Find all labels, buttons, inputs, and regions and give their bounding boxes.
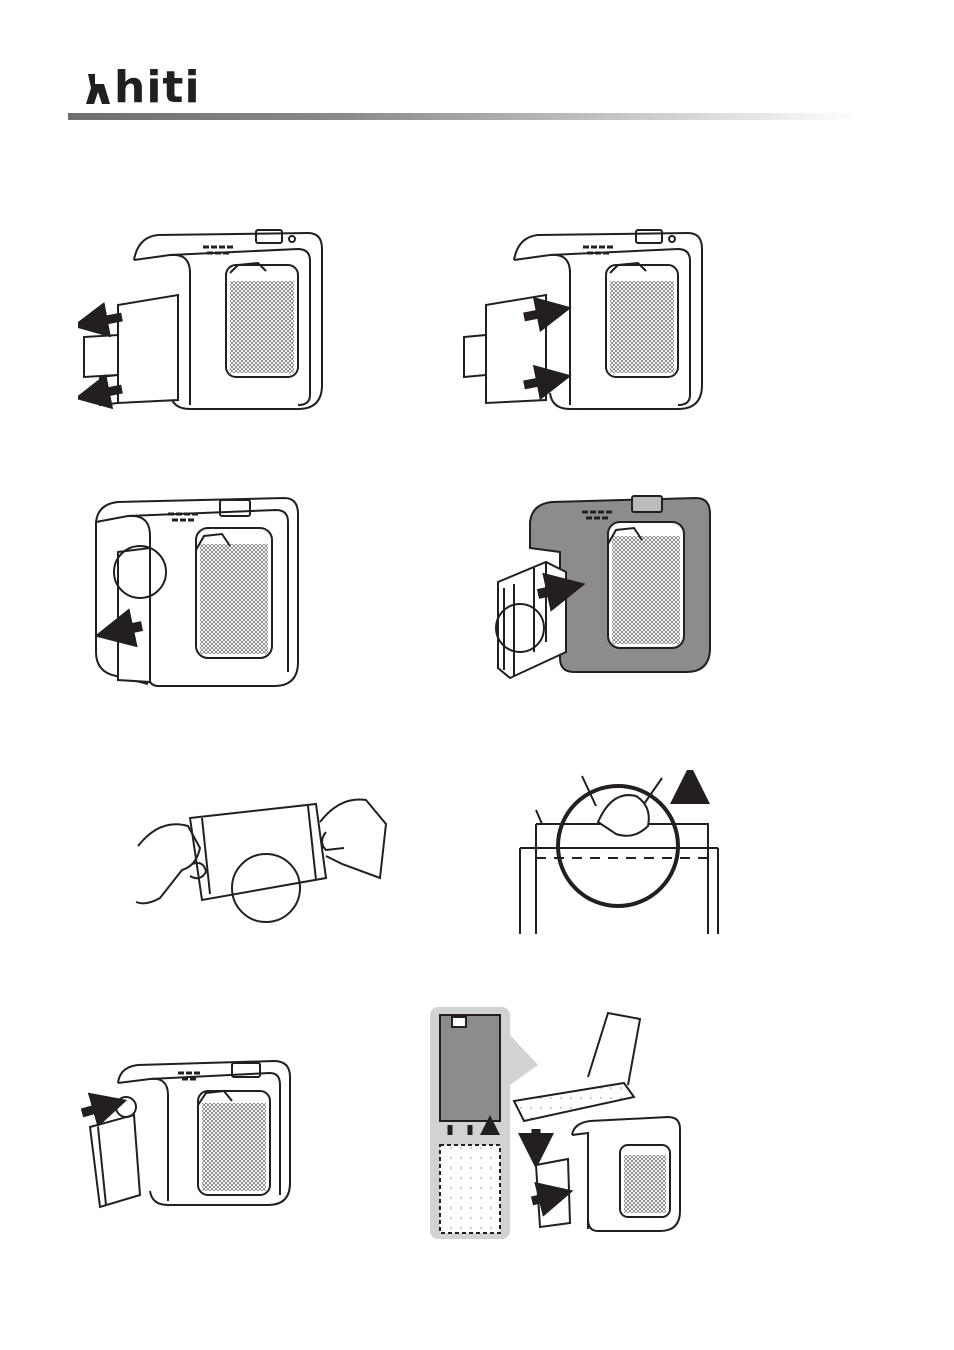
hiti-logo-mark-icon	[86, 74, 110, 104]
hiti-logo: hiti	[84, 62, 201, 113]
figure-load-paper-into-tray	[428, 1005, 688, 1241]
figure-remove-paper-seal	[512, 770, 728, 940]
figure-hold-paper-pack	[130, 790, 390, 930]
header-rule	[68, 113, 858, 120]
figure-open-paper-tray-door	[88, 492, 308, 692]
logo-text: hiti	[114, 62, 201, 113]
figure-insert-paper-tray	[490, 492, 720, 692]
figure-remove-ribbon-cartridge	[78, 225, 328, 415]
page-header: hiti	[0, 0, 954, 130]
figure-insert-ribbon-cartridge	[458, 225, 708, 415]
figure-push-paper-tray	[78, 1055, 298, 1215]
